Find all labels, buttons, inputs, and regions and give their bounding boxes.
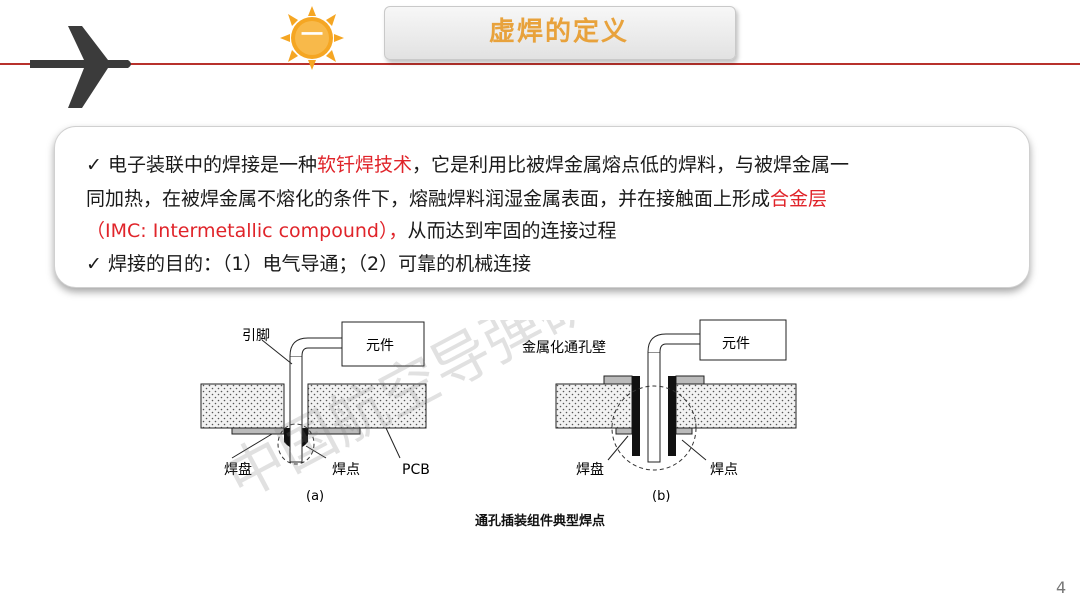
label-joint-a: 焊点 — [332, 462, 360, 478]
label-pcb: PCB — [402, 462, 430, 478]
figure-caption: 通孔插装组件典型焊点 — [474, 514, 605, 529]
diagram-b — [555, 319, 797, 471]
through-hole-solder-diagram: 引脚 元件 焊盘 焊点 PCB (a) 金属化通孔壁 元件 焊盘 焊点 (b) — [200, 319, 797, 504]
label-component-b: 元件 — [722, 336, 750, 352]
label-pad-a: 焊盘 — [224, 461, 252, 478]
bullet-line-1: ✓ 电子装联中的焊接是一种软钎焊技术，它是利用比被焊金属熔点低的焊料，与被焊金属… — [86, 150, 849, 177]
line4-text: 焊接的目的：（1）电气导通；（2）可靠的机械连接 — [107, 253, 532, 275]
bullet-line-2: 同加热，在被焊金属不熔化的条件下，熔融焊料润湿金属表面，并在接触面上形成合金层 — [86, 184, 827, 211]
watermark-text: 中国航空导弹研究院 — [215, 320, 708, 512]
header-divider — [0, 63, 1080, 65]
line3-text-b: 从而达到牢固的连接过程 — [407, 220, 617, 242]
line2-text-a: 同加热，在被焊金属不熔化的条件下，熔融焊料润湿金属表面，并在接触面上形成 — [86, 188, 771, 210]
watermark: 中国航空导弹研究院 — [215, 320, 708, 512]
bullet-line-3: （IMC: Intermetallic compound），从而达到牢固的连接过… — [86, 216, 617, 243]
page-number: 4 — [1056, 578, 1067, 597]
label-pad-b: 焊盘 — [576, 461, 604, 478]
label-lead: 引脚 — [242, 328, 270, 344]
section-number: 一 — [300, 23, 323, 48]
airplane-icon — [30, 26, 131, 108]
line1-text-c: ，它是利用比被焊金属熔点低的焊料，与被焊金属一 — [412, 154, 850, 176]
label-joint-b: 焊点 — [710, 462, 738, 478]
label-component-a: 元件 — [366, 338, 394, 354]
line2-highlight: 合金层 — [770, 188, 828, 210]
label-sub-b: (b) — [652, 489, 670, 504]
content-card — [54, 126, 1030, 288]
line1-text-a: 电子装联中的焊接是一种 — [107, 154, 317, 176]
bullet-line-4: ✓ 焊接的目的：（1）电气导通；（2）可靠的机械连接 — [86, 249, 531, 276]
title-banner — [384, 6, 736, 60]
check-icon: ✓ — [86, 154, 102, 176]
line3-highlight: （IMC: Intermetallic compound）， — [86, 220, 408, 242]
sun-badge-icon — [280, 6, 344, 70]
slide-title: 虚焊的定义 — [488, 17, 629, 47]
check-icon: ✓ — [86, 253, 102, 275]
label-via-wall: 金属化通孔壁 — [522, 340, 606, 356]
label-sub-a: (a) — [306, 489, 324, 504]
diagram-a — [200, 321, 427, 465]
line1-highlight: 软钎焊技术 — [316, 154, 412, 176]
